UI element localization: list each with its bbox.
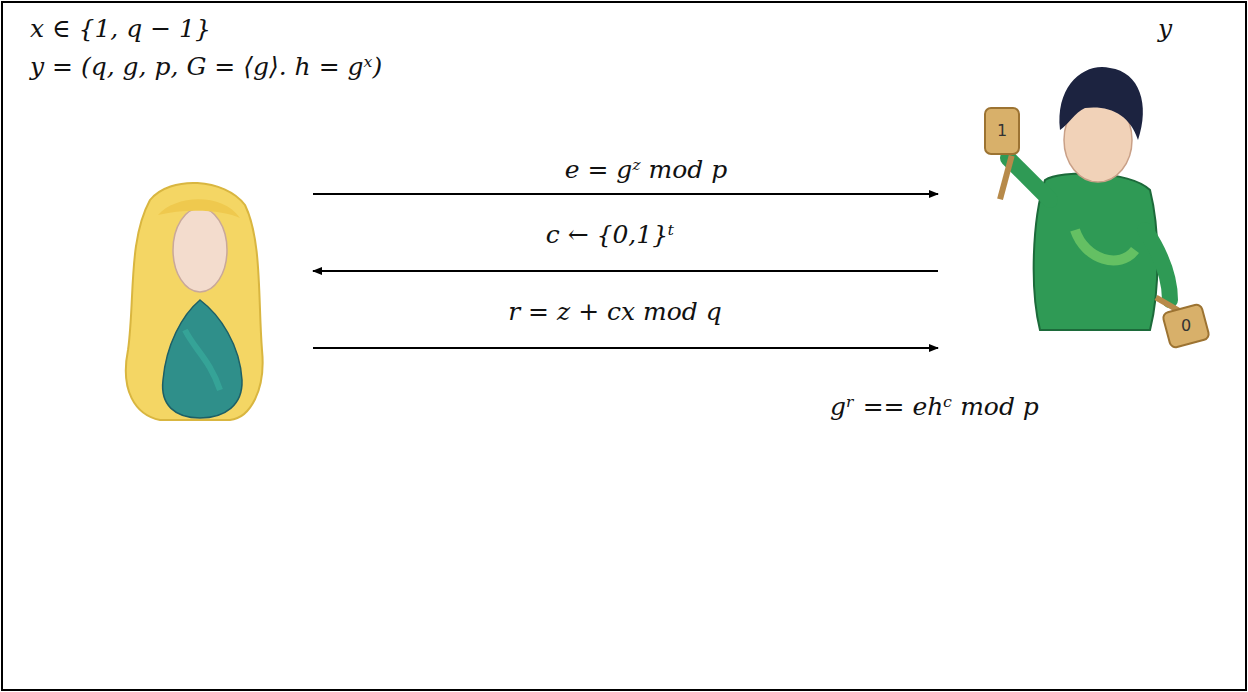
verification-check: gʳ == ehᶜ mod p	[830, 392, 1039, 422]
bob-figure	[985, 67, 1210, 349]
paddle	[1162, 303, 1210, 348]
public-key: y = (q, g, p, G = ⟨g⟩. h = gˣ)	[30, 52, 382, 82]
commitment-label: e = gᶻ mod p	[565, 155, 728, 185]
message-arrow	[313, 193, 938, 195]
paddle-number: 1	[997, 122, 1007, 140]
paddle	[985, 108, 1019, 154]
verifier-input: y	[1158, 14, 1172, 44]
paddle-number: 0	[1181, 317, 1191, 335]
message-arrow	[313, 347, 938, 349]
alice-figure	[126, 183, 263, 420]
challenge-label: c ← {0,1}ᵗ	[546, 220, 675, 250]
message-arrow	[313, 270, 938, 272]
response-label: r = z + cx mod q	[508, 297, 722, 327]
precondition: x ∈ {1, q − 1}	[30, 14, 211, 44]
